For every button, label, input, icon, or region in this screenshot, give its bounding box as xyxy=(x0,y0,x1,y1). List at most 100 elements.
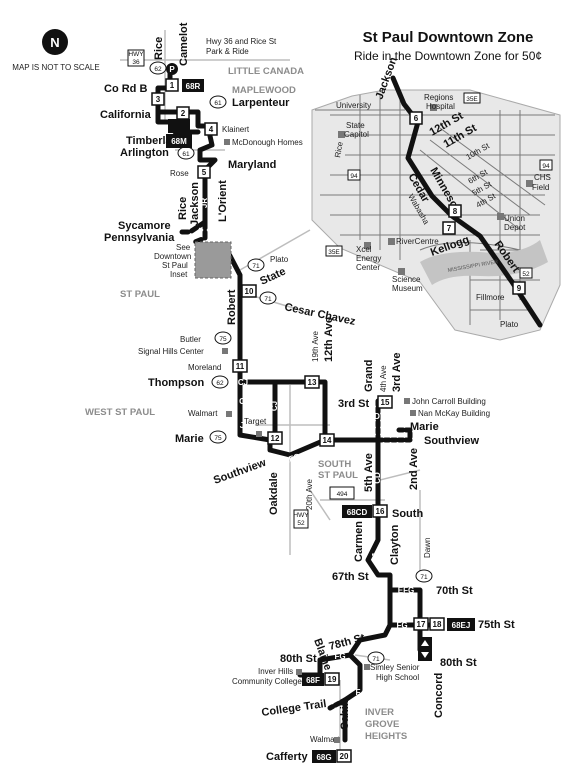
map-label: P xyxy=(169,65,175,74)
map-label: CJ xyxy=(270,401,279,411)
stop-5: 5 xyxy=(197,165,211,179)
map-label: 16 xyxy=(376,507,385,516)
stop-7: 7 xyxy=(442,221,456,235)
regions-hospital-marker xyxy=(430,104,437,111)
stop-15: 15 xyxy=(377,395,393,409)
street-arlington: Arlington xyxy=(120,147,169,159)
street-67th-st: 67th St xyxy=(332,571,369,583)
street-oakdale: Oakdale xyxy=(268,472,280,515)
label-signal-hills: Signal Hills Center xyxy=(138,347,204,356)
label-hwy36-park-ride-1: Hwy 36 and Rice St xyxy=(206,37,277,46)
map-label: 62 xyxy=(154,66,162,73)
map-label: F xyxy=(356,688,361,697)
area-west-st-paul: WEST ST PAUL xyxy=(85,407,155,418)
street-5th-ave: 5th Ave xyxy=(363,453,375,492)
map-label: 36 xyxy=(132,59,140,66)
map-label: 18 xyxy=(433,620,442,629)
street-cahill: Cahill xyxy=(339,700,351,730)
street-cesar-chavez: Cesar Chavez xyxy=(283,301,357,328)
map-label: CD xyxy=(373,472,382,484)
map-label: 17 xyxy=(417,620,426,629)
street-california: California xyxy=(100,109,152,121)
inset-union-depot-1: Union xyxy=(504,214,525,223)
street-dawn: Dawn xyxy=(423,538,432,558)
map-label: 52 xyxy=(297,520,305,527)
map-label: FG xyxy=(334,652,345,661)
map-label: CJ xyxy=(238,378,248,387)
area-st-paul: ST PAUL xyxy=(120,289,160,300)
street-klainert: Klainert xyxy=(222,125,250,134)
street-80th-st-west: 80th St xyxy=(280,653,317,665)
map-label: 4 xyxy=(209,125,214,134)
inset-xcel-2: Energy xyxy=(356,254,381,263)
label-nan-mckay: Nan McKay Building xyxy=(418,409,490,418)
map-label: 15 xyxy=(381,398,390,407)
stop-10: 10 xyxy=(241,284,257,298)
map-label: 494 xyxy=(337,491,348,498)
stop-1: 1 xyxy=(165,78,179,92)
inset-science-1: Science xyxy=(392,275,421,284)
map-label: 9 xyxy=(517,284,522,293)
street-robert: Robert xyxy=(226,289,238,325)
street-clayton: Clayton xyxy=(389,524,401,565)
label-simley-1: Simley Senior xyxy=(370,663,420,672)
map-label: 10 xyxy=(245,287,254,296)
stop-18: 18 xyxy=(429,617,445,631)
downtown-zone-box xyxy=(194,241,232,279)
label-hwy36-park-ride-2: Park & Ride xyxy=(206,47,249,56)
street-4th-ave: 4th Ave xyxy=(379,365,388,392)
stop-20: 20 xyxy=(336,749,352,763)
map-label: 71 xyxy=(252,263,260,270)
inset-rice: Rice xyxy=(333,140,345,158)
signal-hills-marker xyxy=(222,348,228,354)
map-label: 7 xyxy=(447,224,452,233)
chs-field-marker xyxy=(526,180,533,187)
map-label: 75 xyxy=(219,336,227,343)
map-label: 8 xyxy=(453,207,458,216)
stop-14: 14 xyxy=(319,433,335,447)
downtown-inset xyxy=(311,75,561,341)
arrow-up-icon xyxy=(421,640,429,646)
street-marie-east: Marie xyxy=(410,421,439,433)
area-inver-1: INVER xyxy=(365,707,394,718)
street-19th-ave: 19th Ave xyxy=(311,330,320,362)
street-pennsylvania: Pennsylvania xyxy=(104,232,175,244)
map-label: J xyxy=(240,421,244,430)
inset-route-line xyxy=(390,75,543,328)
map-label: 5 xyxy=(202,168,207,177)
street-3rd-st: 3rd St xyxy=(338,398,370,410)
map-label: JR xyxy=(200,198,209,208)
inset-xcel-3: Center xyxy=(356,263,380,272)
street-cafferty: Cafferty xyxy=(266,751,308,763)
mcdonough-homes-marker xyxy=(224,139,230,145)
street-maryland: Maryland xyxy=(228,159,276,171)
map-label: 13 xyxy=(308,378,317,387)
map-label: 68EJ xyxy=(452,621,471,630)
inset-university: University xyxy=(336,101,371,110)
label-walmart-south: Walmart xyxy=(310,735,340,744)
nan-mckay-marker xyxy=(410,410,416,416)
inset-union-depot-2: Depot xyxy=(504,223,526,232)
stop-17: 17 xyxy=(413,617,429,631)
inset-regions-2: Hospital xyxy=(426,102,455,111)
label-mcdonough-homes: McDonough Homes xyxy=(232,138,303,147)
area-inver-3: HEIGHTS xyxy=(365,731,407,742)
street-concord: Concord xyxy=(433,673,445,718)
map-label: 35E xyxy=(328,249,340,256)
street-thompson: Thompson xyxy=(148,377,204,389)
map-label: 94 xyxy=(350,173,358,180)
stop-9: 9 xyxy=(512,281,526,295)
label-inver-hills-2: Community College xyxy=(232,677,302,686)
street-lorient: L'Orient xyxy=(217,180,229,222)
map-label: 6 xyxy=(414,114,419,123)
map-label: 19 xyxy=(328,675,337,684)
area-south-st-paul-1: SOUTH xyxy=(318,459,351,470)
street-college-trail: College Trail xyxy=(261,698,327,719)
map-label: HWY xyxy=(128,51,144,58)
street-75th-st: 75th St xyxy=(478,619,515,631)
street-rice-south: Rice xyxy=(177,197,189,220)
label-walmart-north: Walmart xyxy=(188,409,218,418)
map-label: 52 xyxy=(522,271,530,278)
map-label: 71 xyxy=(372,656,380,663)
